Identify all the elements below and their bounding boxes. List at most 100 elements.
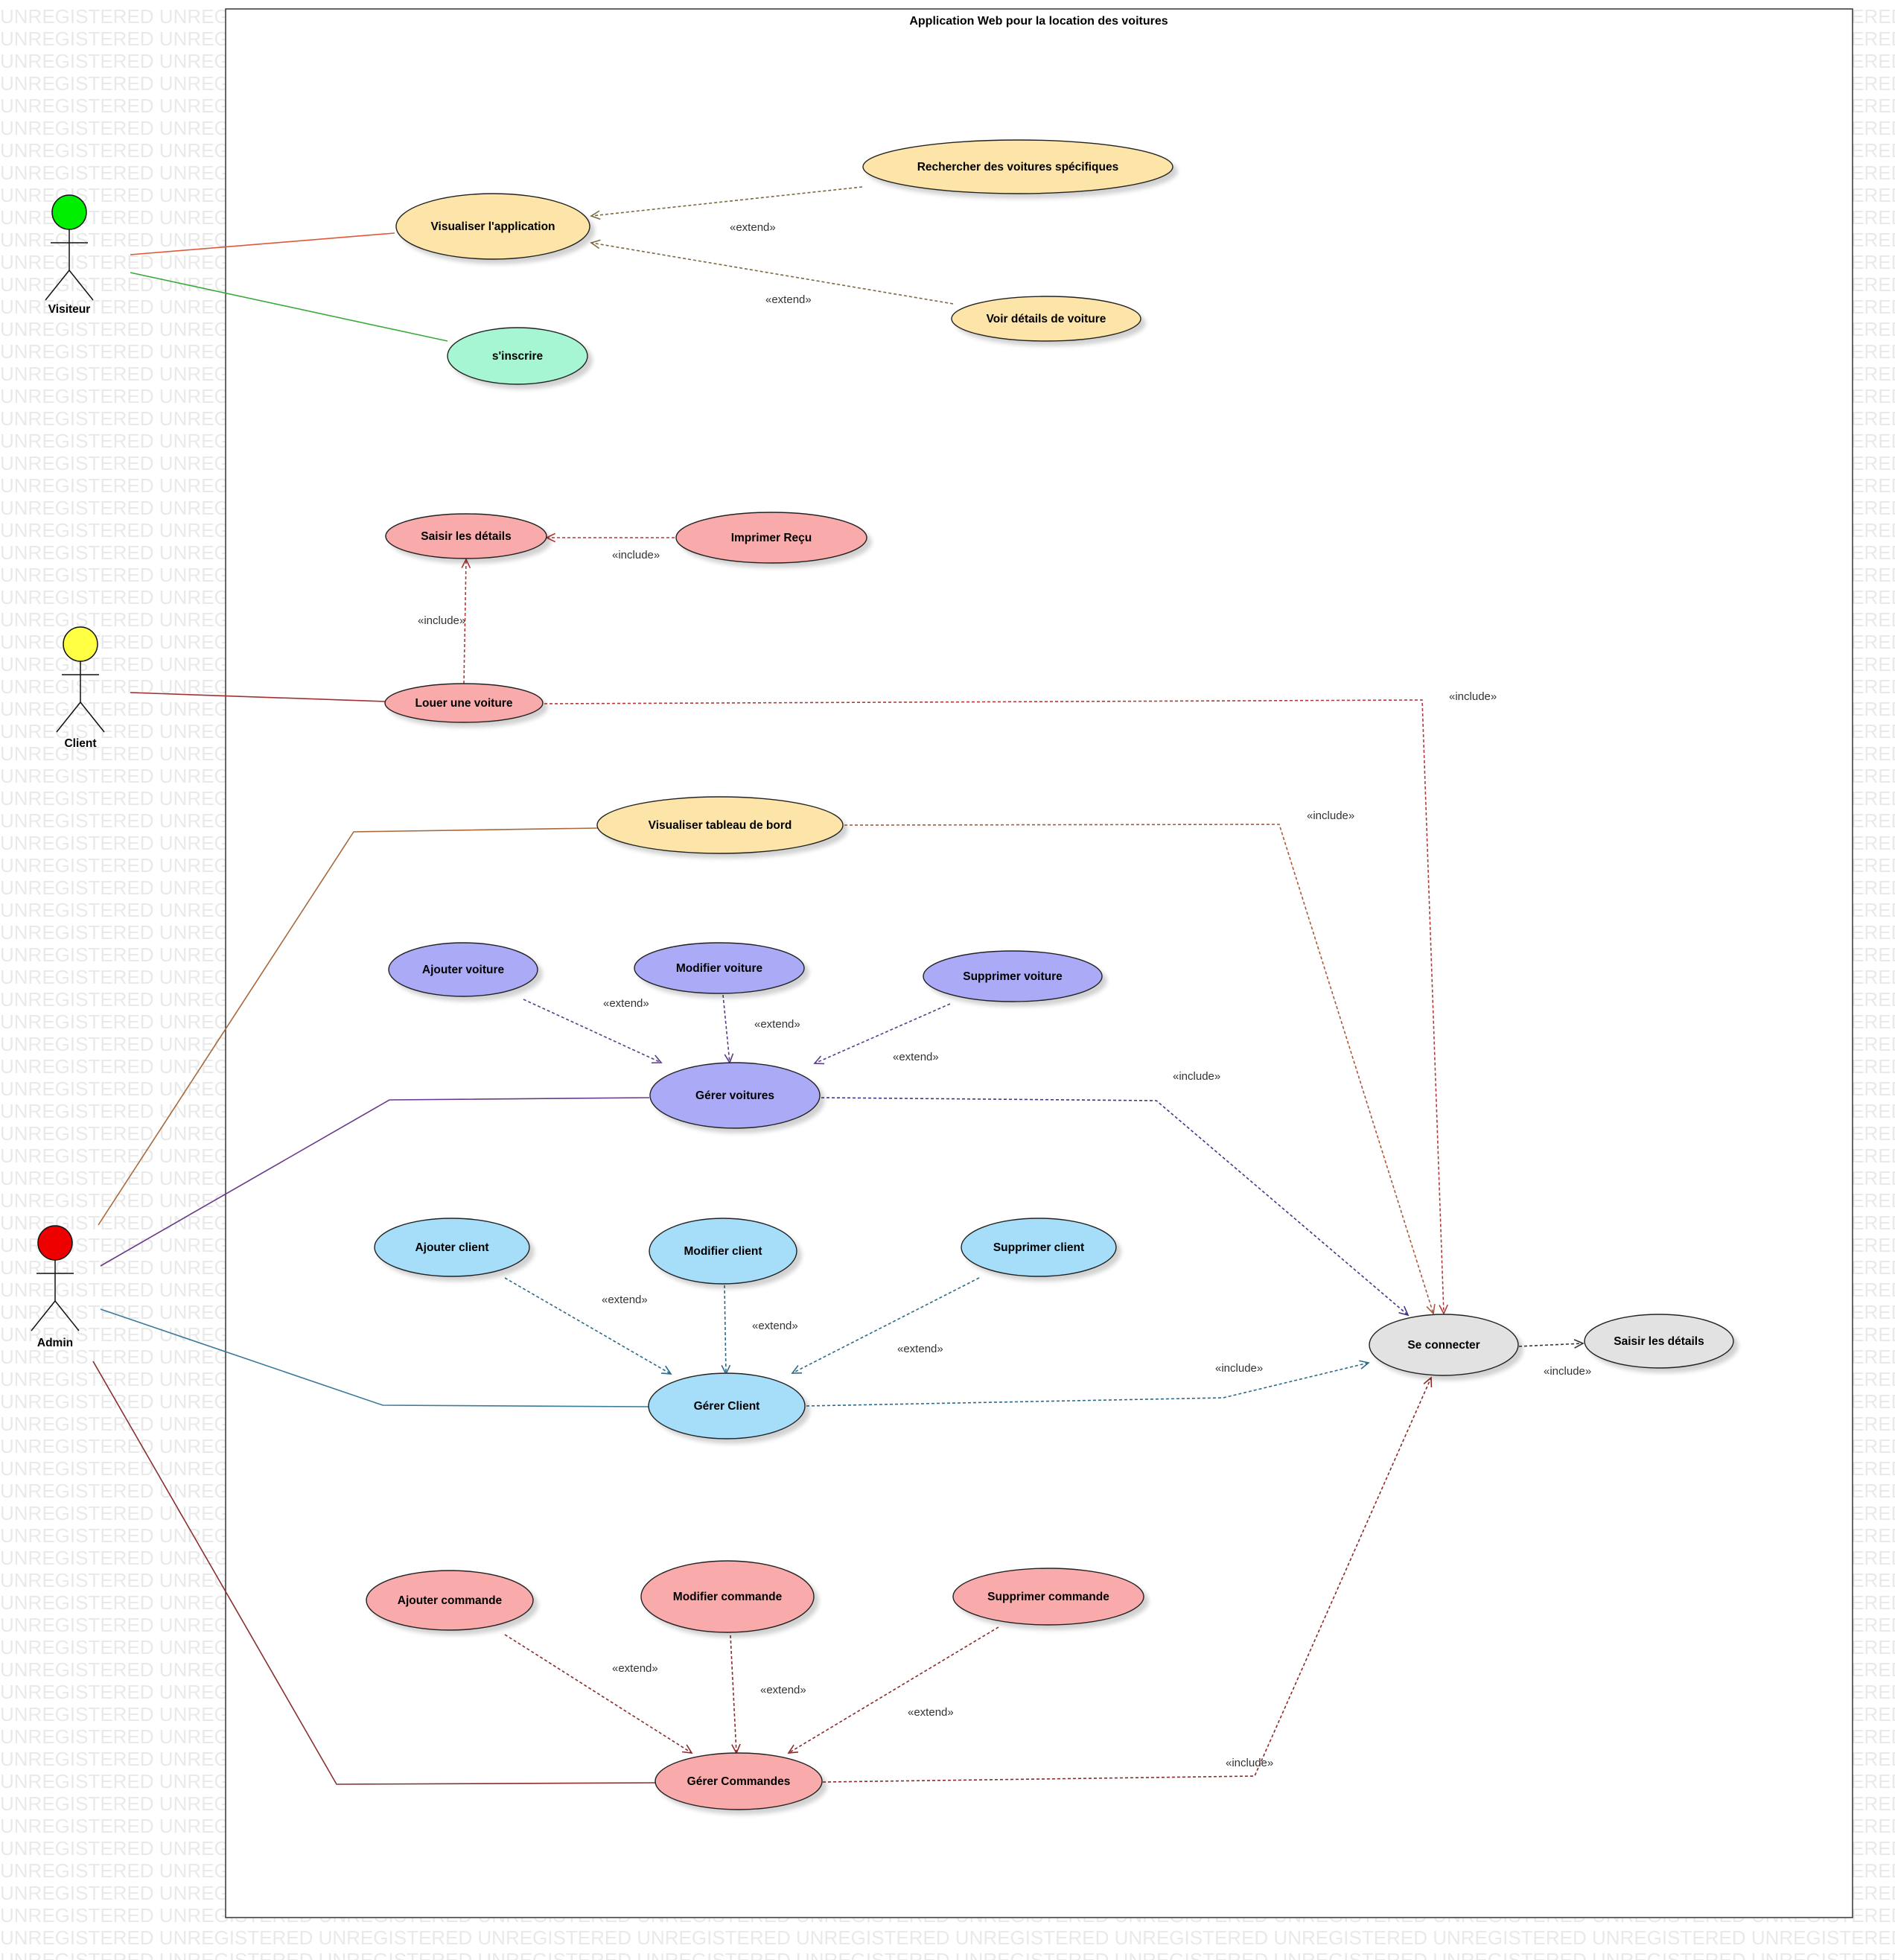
usecase-ellipse[interactable] bbox=[675, 512, 867, 564]
usecase-rechercher[interactable]: Rechercher des voitures spécifiques bbox=[862, 139, 1173, 194]
usecase-saisir_details_client[interactable]: Saisir les détails bbox=[385, 513, 547, 559]
arrow-head bbox=[461, 558, 471, 569]
usecase-se_connecter[interactable]: Se connecter bbox=[1369, 1314, 1519, 1376]
usecase-imprimer_recu[interactable]: Imprimer Reçu bbox=[675, 512, 867, 564]
dependency-label: «extend» bbox=[897, 1343, 943, 1355]
actor-admin[interactable]: Admin bbox=[31, 1225, 80, 1349]
usecase-modifier_client[interactable]: Modifier client bbox=[649, 1218, 797, 1285]
dependency-ext_supprimer_client[interactable]: «extend» bbox=[791, 1277, 980, 1374]
usecase-ellipse[interactable] bbox=[634, 942, 805, 994]
association-admin-gerer_client[interactable] bbox=[100, 1308, 649, 1407]
usecase-ellipse[interactable] bbox=[596, 796, 844, 854]
actor-client[interactable]: Client bbox=[56, 626, 105, 750]
actor-right-leg bbox=[69, 270, 94, 301]
dependency-line[interactable] bbox=[814, 1003, 951, 1064]
association-client-louer[interactable] bbox=[130, 692, 386, 702]
dependency-line[interactable] bbox=[788, 1626, 999, 1754]
association-admin-tableau_bord[interactable] bbox=[98, 827, 599, 1226]
usecase-ellipse[interactable] bbox=[447, 327, 588, 385]
association-visiteur-visualiser_app[interactable] bbox=[130, 232, 395, 255]
dependency-inc_louer_connect[interactable]: «include» bbox=[544, 690, 1497, 1315]
usecase-visualiser_app[interactable]: Visualiser l'application bbox=[395, 193, 590, 260]
usecase-modifier_voiture[interactable]: Modifier voiture bbox=[634, 942, 805, 994]
dependency-line[interactable] bbox=[504, 1634, 692, 1754]
arrow-head bbox=[1359, 1360, 1370, 1369]
dependency-line[interactable] bbox=[722, 994, 730, 1063]
usecase-supprimer_client[interactable]: Supprimer client bbox=[961, 1218, 1117, 1277]
usecase-ellipse[interactable] bbox=[649, 1218, 797, 1285]
dependency-line[interactable] bbox=[544, 699, 1445, 1314]
usecase-label: Se connecter bbox=[1407, 1339, 1480, 1352]
dependency-line[interactable] bbox=[523, 999, 662, 1063]
usecase-tableau_bord[interactable]: Visualiser tableau de bord bbox=[596, 796, 844, 854]
dependency-inc_client_connect[interactable]: «include» bbox=[806, 1360, 1370, 1407]
usecase-ellipse[interactable] bbox=[640, 1560, 815, 1633]
usecase-ellipse[interactable] bbox=[374, 1218, 530, 1277]
dependency-ext_ajouter_client[interactable]: «extend» bbox=[504, 1277, 672, 1375]
usecase-saisir_details_login[interactable]: Saisir les détails bbox=[1584, 1314, 1734, 1369]
usecase-ellipse[interactable] bbox=[1369, 1314, 1519, 1376]
dependency-inc_voitures_connect[interactable]: «include» bbox=[821, 1070, 1410, 1317]
usecase-ellipse[interactable] bbox=[862, 139, 1173, 194]
usecase-ellipse[interactable] bbox=[385, 513, 547, 559]
arrow-head bbox=[590, 210, 601, 220]
dependency-ext_voir_details[interactable]: «extend» bbox=[590, 239, 954, 306]
dependency-inc_louer_saisir[interactable]: «include» bbox=[418, 558, 471, 684]
usecase-ellipse[interactable] bbox=[366, 1570, 534, 1631]
usecase-ellipse[interactable] bbox=[1584, 1314, 1734, 1369]
dependency-line[interactable] bbox=[590, 242, 954, 305]
dependency-ext_supprimer_commande[interactable]: «extend» bbox=[787, 1626, 999, 1754]
actor-visiteur[interactable]: Visiteur bbox=[45, 194, 94, 316]
usecase-ajouter_commande[interactable]: Ajouter commande bbox=[366, 1570, 534, 1631]
usecase-ellipse[interactable] bbox=[395, 193, 590, 260]
usecase-ellipse[interactable] bbox=[388, 942, 538, 997]
usecase-gerer_voitures[interactable]: Gérer voitures bbox=[649, 1062, 821, 1129]
usecase-ellipse[interactable] bbox=[648, 1372, 806, 1439]
usecase-supprimer_voiture[interactable]: Supprimer voiture bbox=[923, 950, 1103, 1002]
dependency-line[interactable] bbox=[844, 824, 1434, 1314]
dependency-line[interactable] bbox=[590, 186, 863, 217]
usecase-ellipse[interactable] bbox=[923, 950, 1103, 1002]
usecase-ellipse[interactable] bbox=[961, 1218, 1117, 1277]
dependency-ext_ajouter_commande[interactable]: «extend» bbox=[504, 1634, 693, 1754]
dependency-line[interactable] bbox=[821, 1097, 1409, 1316]
usecase-ellipse[interactable] bbox=[951, 296, 1141, 342]
usecase-gerer_commandes[interactable]: Gérer Commandes bbox=[655, 1752, 823, 1810]
dependency-label: «extend» bbox=[752, 1320, 798, 1332]
usecase-ellipse[interactable] bbox=[655, 1752, 823, 1810]
dependency-ext_supprimer_voiture[interactable]: «extend» bbox=[813, 1003, 951, 1065]
usecase-inscrire[interactable]: s'inscrire bbox=[447, 327, 588, 385]
usecase-label: Gérer Commandes bbox=[687, 1775, 791, 1788]
association-admin-gerer_voitures[interactable] bbox=[100, 1097, 650, 1267]
actor-label: Client bbox=[64, 737, 96, 750]
association-visiteur-inscrire[interactable] bbox=[130, 272, 448, 342]
usecase-ajouter_client[interactable]: Ajouter client bbox=[374, 1218, 530, 1277]
dependency-line[interactable] bbox=[1518, 1343, 1584, 1347]
usecase-ellipse[interactable] bbox=[649, 1062, 821, 1129]
dependency-inc_commandes_connect[interactable]: «include» bbox=[822, 1376, 1433, 1783]
association-admin-gerer_commandes[interactable] bbox=[92, 1361, 656, 1785]
usecase-ellipse[interactable] bbox=[384, 683, 544, 723]
actor-label: Visiteur bbox=[48, 303, 91, 316]
usecase-ellipse[interactable] bbox=[952, 1568, 1144, 1626]
usecase-gerer_client[interactable]: Gérer Client bbox=[648, 1372, 806, 1439]
usecase-voir_details[interactable]: Voir détails de voiture bbox=[951, 296, 1141, 342]
usecase-label: Ajouter commande bbox=[398, 1594, 503, 1607]
usecase-ajouter_voiture[interactable]: Ajouter voiture bbox=[388, 942, 538, 997]
dependency-inc_tableau_connect[interactable]: «include» bbox=[844, 809, 1436, 1315]
actor-right-leg bbox=[54, 1300, 80, 1331]
dependency-line[interactable] bbox=[792, 1277, 980, 1374]
usecase-supprimer_commande[interactable]: Supprimer commande bbox=[952, 1568, 1144, 1626]
usecase-label: Visualiser l'application bbox=[430, 220, 555, 233]
dependency-line[interactable] bbox=[806, 1362, 1369, 1407]
dependency-ext_rechercher[interactable]: «extend» bbox=[590, 186, 863, 234]
dependency-label: «extend» bbox=[908, 1706, 954, 1719]
dependency-line[interactable] bbox=[730, 1635, 737, 1754]
watermark-text: UNREGISTERED UNREGISTERED UNREGISTERED U… bbox=[0, 1926, 1895, 1949]
dependency-ext_ajouter_voiture[interactable]: «extend» bbox=[523, 997, 663, 1064]
dependency-line[interactable] bbox=[504, 1277, 672, 1375]
dependency-inc_connect_saisir[interactable]: «include» bbox=[1518, 1339, 1591, 1378]
usecase-modifier_commande[interactable]: Modifier commande bbox=[640, 1560, 815, 1633]
usecase-louer[interactable]: Louer une voiture bbox=[384, 683, 544, 723]
dependency-line[interactable] bbox=[724, 1285, 727, 1375]
